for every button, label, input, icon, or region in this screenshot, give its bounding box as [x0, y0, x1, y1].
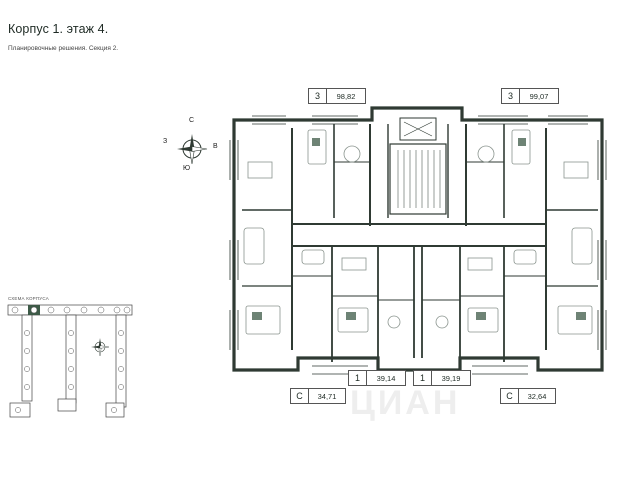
apartment-tag-top-right[interactable]: 3 99,07: [501, 88, 559, 104]
page-subtitle: Планировочные решения. Секция 2.: [8, 45, 119, 52]
compass-icon: [177, 134, 208, 165]
apartment-area: 99,07: [529, 91, 549, 101]
apartment-rooms: 1: [349, 371, 367, 385]
building-scheme[interactable]: [6, 303, 142, 425]
compass-east: В: [213, 143, 218, 150]
apartment-area: 34,71: [317, 391, 337, 401]
apartment-area: 32,64: [527, 391, 547, 401]
apartment-rooms: 3: [502, 89, 520, 103]
floor-plan: [229, 106, 607, 375]
scheme-label: СХЕМА КОРПУСА: [8, 296, 49, 301]
compass-west: З: [163, 138, 168, 145]
apartment-area: 39,14: [376, 373, 396, 383]
apartment-tag-bottom-left[interactable]: С 34,71: [290, 388, 346, 404]
compass-south: Ю: [183, 165, 191, 172]
compass-north: С: [189, 117, 195, 124]
apartment-area: 98,82: [336, 91, 356, 101]
scheme-compass-icon: [91, 338, 110, 357]
apartment-rooms: 1: [414, 371, 432, 385]
apartment-rooms: С: [291, 389, 309, 403]
apartment-tag-bottom-mid1[interactable]: 1 39,14: [348, 370, 406, 386]
apartment-area: 39,19: [441, 373, 461, 383]
apartment-tag-top-left[interactable]: 3 98,82: [308, 88, 366, 104]
apartment-rooms: С: [501, 389, 519, 403]
page-title: Корпус 1. этаж 4.: [8, 22, 109, 36]
apartment-tag-bottom-right[interactable]: С 32,64: [500, 388, 556, 404]
apartment-rooms: 3: [309, 89, 327, 103]
apartment-tag-bottom-mid2[interactable]: 1 39,19: [413, 370, 471, 386]
watermark: ЦИАН: [350, 384, 461, 422]
